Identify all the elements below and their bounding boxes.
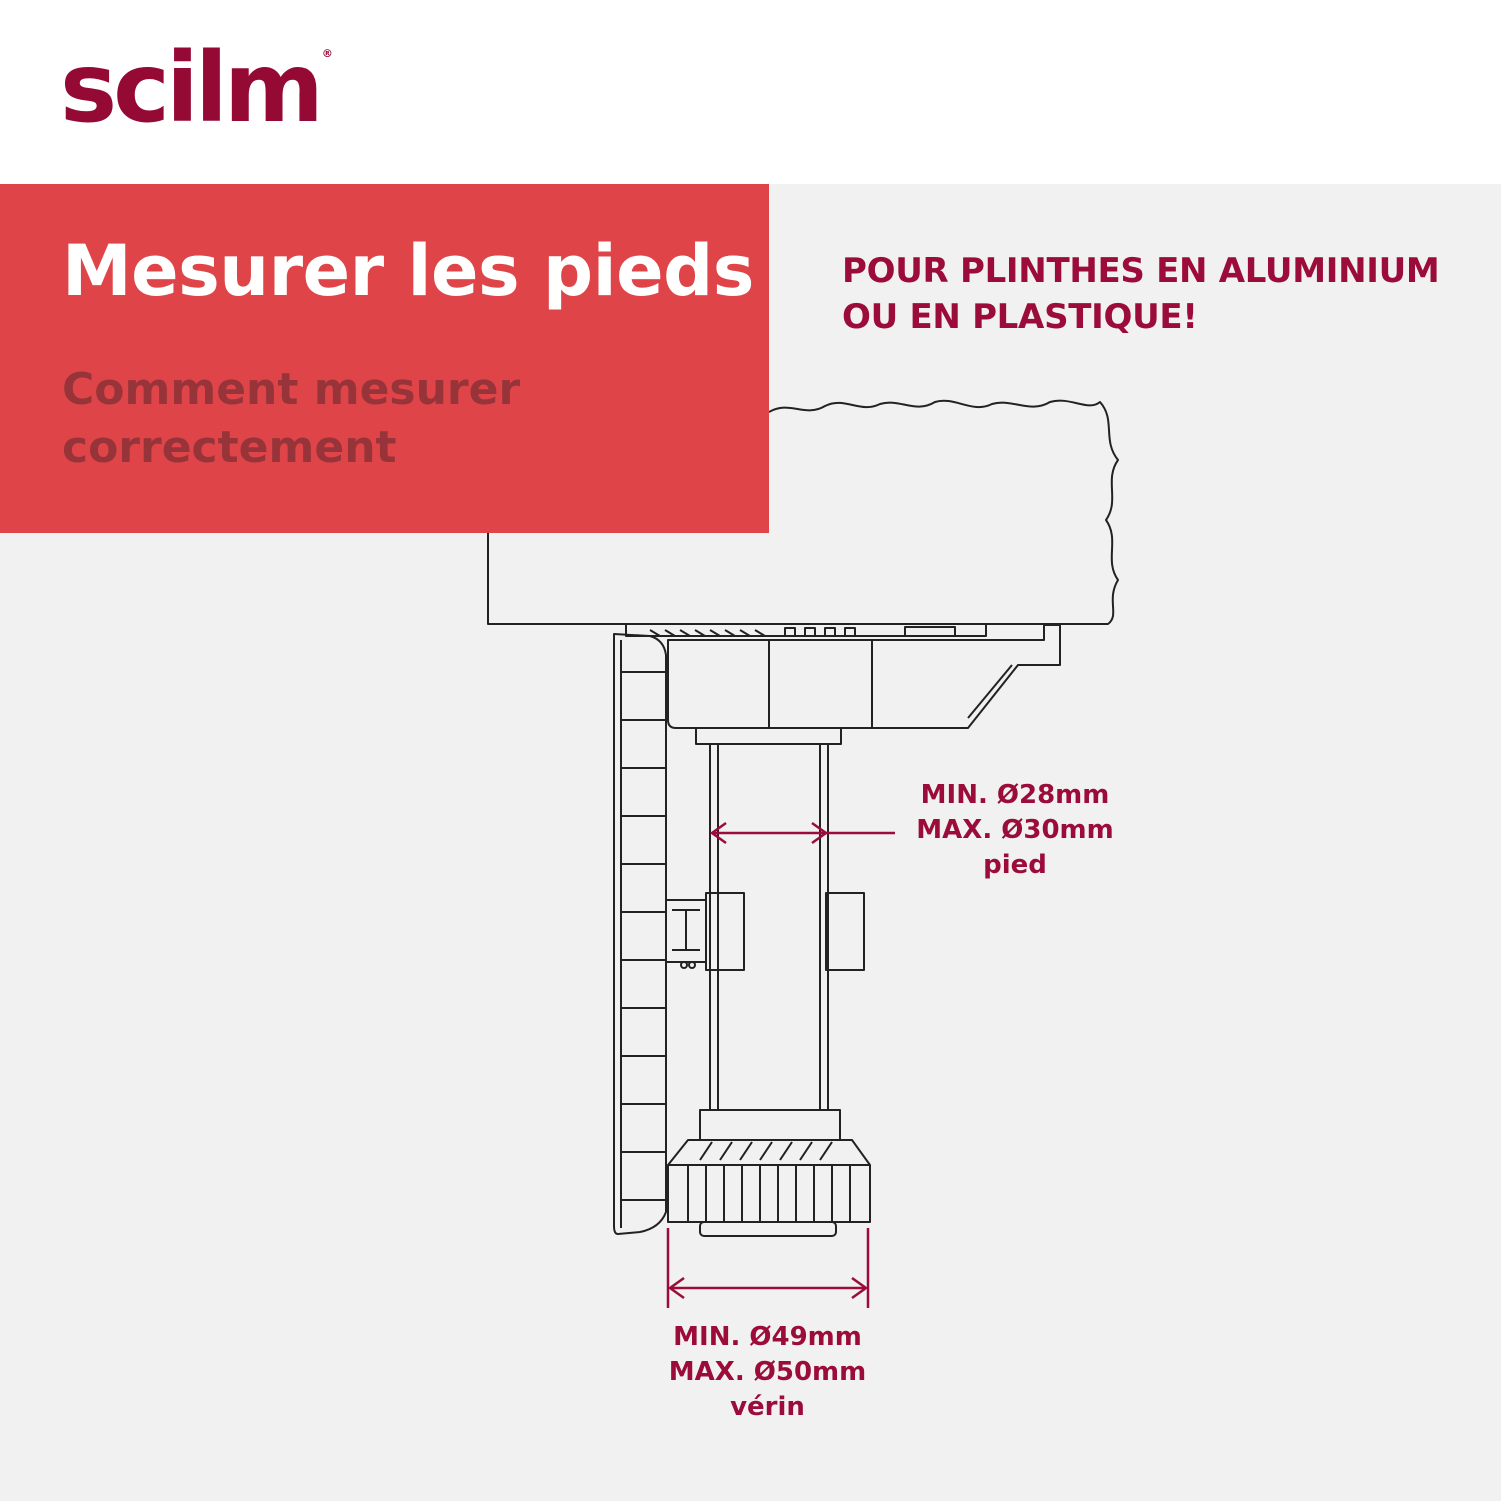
plate-teeth (649, 626, 956, 637)
jack-base-pad (699, 1221, 837, 1237)
jack-foot (667, 1139, 871, 1223)
brand-logo: scilm® (60, 40, 333, 136)
notice-line-1: POUR PLINTHES EN ALUMINIUM (842, 251, 1440, 291)
jack-max: MAX. Ø50mm (668, 1357, 867, 1387)
foot-label: pied (983, 850, 1047, 880)
leg-tube (709, 743, 829, 1111)
jack-min: MIN. Ø49mm (673, 1322, 862, 1352)
page-subtitle: Comment mesurer correctement (62, 364, 521, 473)
header-bar: scilm® (0, 0, 1501, 184)
clip-right (825, 892, 865, 971)
page-title: Mesurer les pieds (62, 230, 754, 312)
leg-base-ring (699, 1109, 841, 1141)
foot-min: MIN. Ø28mm (920, 780, 1110, 810)
notice-line-2: OU EN PLASTIQUE! (842, 297, 1198, 337)
leg-collar (695, 727, 842, 745)
title-panel (0, 184, 769, 533)
jack-dimension-label: MIN. Ø49mm MAX. Ø50mm vérin (650, 1320, 885, 1425)
dimension-jack-line (666, 1228, 870, 1308)
clip-left (705, 892, 745, 971)
plinth-profile (613, 633, 667, 1235)
plinth-notice: POUR PLINTHES EN ALUMINIUM OU EN PLASTIQ… (842, 248, 1482, 340)
dimension-foot-line (709, 821, 895, 845)
plinth-ribs (621, 671, 666, 1201)
cabinet-outline (487, 399, 1119, 625)
foot-dimension-label: MIN. Ø28mm MAX. Ø30mm pied (900, 778, 1130, 883)
registered-mark: ® (321, 47, 333, 60)
foot-max: MAX. Ø30mm (916, 815, 1114, 845)
jack-ridges (668, 1141, 870, 1222)
jack-label: vérin (730, 1392, 805, 1422)
leg-bracket (667, 624, 1061, 729)
brand-name: scilm (60, 32, 324, 144)
